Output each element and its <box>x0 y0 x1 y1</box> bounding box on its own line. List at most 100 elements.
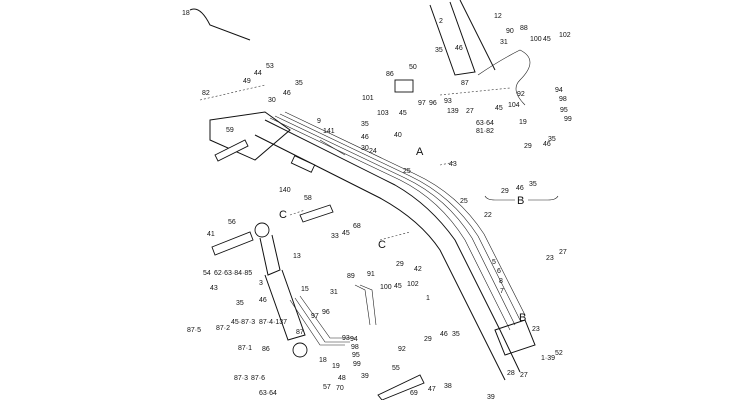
part-label: 68 <box>353 223 361 230</box>
part-label: 45 <box>495 105 503 112</box>
part-label: 35 <box>529 181 537 188</box>
part-label: 55 <box>392 365 400 372</box>
part-label: 58 <box>304 195 312 202</box>
part-label: 56 <box>228 219 236 226</box>
part-label: 35 <box>548 136 556 143</box>
part-label: 92 <box>517 91 525 98</box>
part-label: 141 <box>323 128 335 135</box>
part-label: 47 <box>428 386 436 393</box>
part-label: 86 <box>386 71 394 78</box>
part-label: 6 <box>497 268 501 275</box>
section-mark-c: C <box>279 209 287 221</box>
part-label: 35 <box>452 331 460 338</box>
part-label: 96 <box>429 100 437 107</box>
part-label: 88 <box>520 25 528 32</box>
part-label: 3 <box>259 280 263 287</box>
part-label: 1 <box>426 295 430 302</box>
boom-cylinder <box>254 222 377 358</box>
part-label: 87 <box>461 80 469 87</box>
part-label: 97 <box>418 100 426 107</box>
part-label: 102 <box>407 281 419 288</box>
part-label: 101 <box>362 95 374 102</box>
part-label: 13 <box>293 253 301 260</box>
part-label: 45·87·3 <box>231 319 255 326</box>
part-label: 29 <box>396 261 404 268</box>
section-mark-a: A <box>416 146 424 158</box>
part-label: 89 <box>347 273 355 280</box>
part-label: 46 <box>283 90 291 97</box>
part-label: 139 <box>447 108 459 115</box>
part-label: 82 <box>202 90 210 97</box>
section-marks: A B B C C <box>279 146 526 324</box>
upper-cylinder <box>189 0 531 106</box>
part-label: 43 <box>210 285 218 292</box>
part-label: 87 <box>296 329 304 336</box>
part-label: 29 <box>424 336 432 343</box>
part-label: 41 <box>207 231 215 238</box>
part-label: 25 <box>403 168 411 175</box>
part-label: 35 <box>236 300 244 307</box>
part-label: 46 <box>361 134 369 141</box>
part-label: 35 <box>295 80 303 87</box>
part-label: 63·64 <box>476 120 494 127</box>
part-label: 27 <box>466 108 474 115</box>
part-label: 44 <box>254 70 262 77</box>
part-label: 63·64 <box>259 390 277 397</box>
part-label: 81·82 <box>476 128 494 135</box>
part-label: 43 <box>449 161 457 168</box>
part-label: 91 <box>367 271 375 278</box>
part-label: 103 <box>377 110 389 117</box>
part-label: 93 <box>342 335 350 342</box>
part-label: 29 <box>524 143 532 150</box>
part-label: 46 <box>516 185 524 192</box>
part-label: 95 <box>352 352 360 359</box>
part-label: 102 <box>559 32 571 39</box>
part-label: 42 <box>414 266 422 273</box>
part-label: 69 <box>410 390 418 397</box>
part-label: 39 <box>361 373 369 380</box>
part-label: 96 <box>322 309 330 316</box>
part-label: 57 <box>323 384 331 391</box>
part-label: 104 <box>508 102 520 109</box>
part-label: 87·6 <box>251 375 265 382</box>
part-label: 70 <box>336 385 344 392</box>
part-label: 53 <box>266 63 274 70</box>
bracket-b <box>484 195 559 201</box>
part-label: 94 <box>555 87 563 94</box>
part-label: 45 <box>394 283 402 290</box>
part-label: 31 <box>330 289 338 296</box>
part-label: 45 <box>543 36 551 43</box>
part-label: 25 <box>460 198 468 205</box>
part-label: 9 <box>317 118 321 125</box>
part-label: 18 <box>319 357 327 364</box>
part-label: 46 <box>259 297 267 304</box>
part-label: 86 <box>262 346 270 353</box>
part-label: 48 <box>338 375 346 382</box>
part-label: 38 <box>444 383 452 390</box>
boom-arm <box>209 111 536 381</box>
part-label: 87·1 <box>238 345 252 352</box>
part-label: 45 <box>342 230 350 237</box>
part-label: 19 <box>332 363 340 370</box>
pins <box>211 139 425 400</box>
part-label: 100 <box>530 36 542 43</box>
part-label: 39 <box>487 394 495 400</box>
part-label: 30 <box>361 145 369 152</box>
part-label: 98 <box>351 344 359 351</box>
part-label: 97 <box>311 313 319 320</box>
part-label: 46 <box>543 141 551 148</box>
section-mark-b: B <box>517 195 524 207</box>
section-mark-c: C <box>378 239 386 251</box>
part-labels: 18 2 12 90 88 100 45 102 35 46 31 53 44 … <box>182 10 572 400</box>
part-label: 23 <box>532 326 540 333</box>
part-label: 100 <box>380 284 392 291</box>
part-label: 87·3 <box>234 375 248 382</box>
part-label: 5 <box>492 259 496 266</box>
part-label: 23 <box>546 255 554 262</box>
part-label: 35 <box>361 121 369 128</box>
part-label: 62·63·84·85 <box>214 270 252 277</box>
part-label: 33 <box>331 233 339 240</box>
part-label: 45 <box>399 110 407 117</box>
